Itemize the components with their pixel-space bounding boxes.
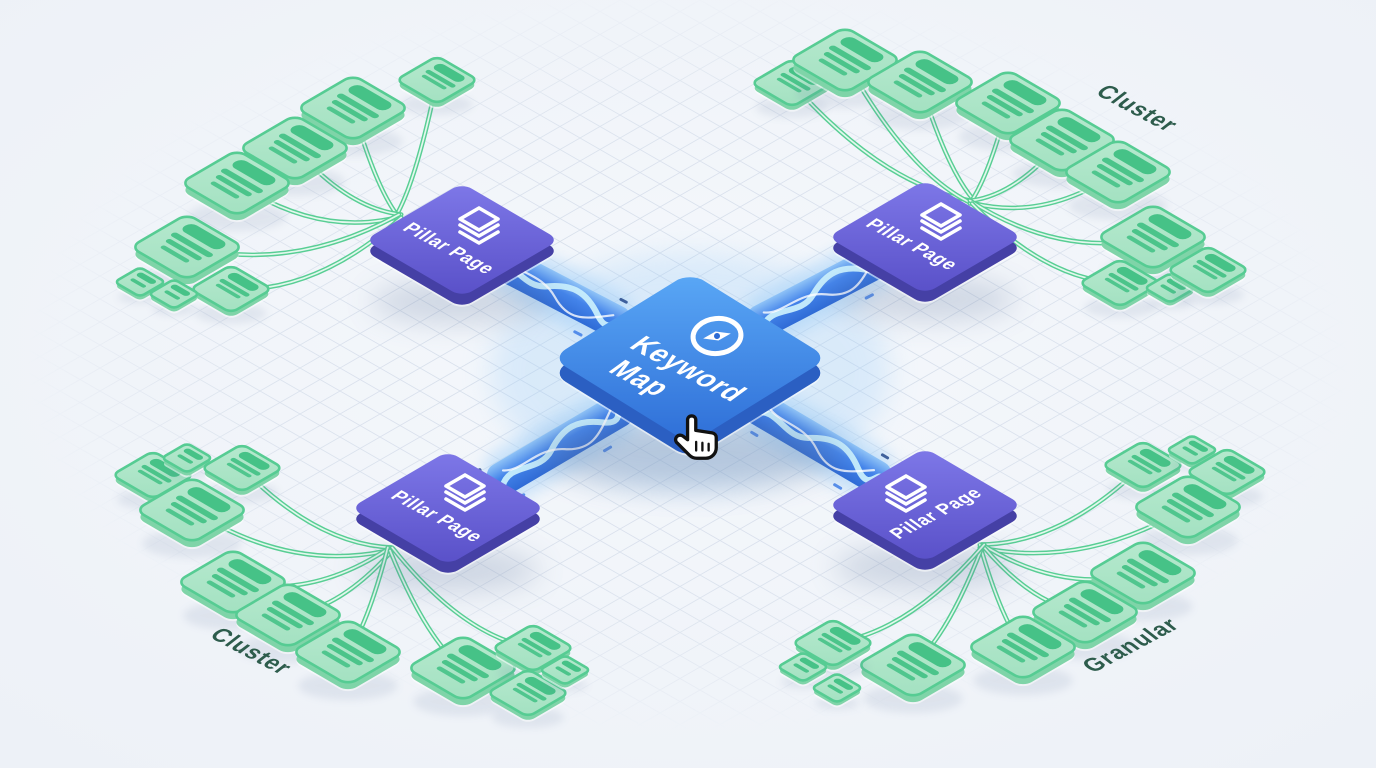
cluster-card[interactable] — [966, 614, 1079, 689]
cluster-card[interactable] — [492, 624, 574, 679]
pillar-page-node-bottom-right[interactable] — [827, 448, 1022, 575]
cluster-card[interactable] — [115, 267, 166, 303]
layers-icon — [920, 202, 962, 241]
layers-icon — [444, 473, 486, 512]
cluster-card[interactable] — [1079, 259, 1161, 314]
cluster-card[interactable] — [238, 115, 351, 190]
cluster-card[interactable] — [1131, 474, 1244, 549]
cluster-card[interactable] — [1061, 139, 1174, 214]
keyword-map-node[interactable] — [551, 272, 828, 461]
layers-icon — [885, 474, 927, 513]
pillar-page-node-bottom-left[interactable] — [350, 451, 545, 578]
cluster-cards — [112, 27, 1268, 728]
cluster-card[interactable] — [792, 619, 874, 674]
cluster-card[interactable] — [135, 477, 248, 552]
cluster-card[interactable] — [130, 214, 243, 289]
cluster-card[interactable] — [149, 279, 200, 315]
cluster-card[interactable] — [1096, 204, 1209, 279]
cluster-card[interactable] — [856, 632, 969, 707]
cluster-card[interactable] — [162, 443, 213, 479]
cluster-card[interactable] — [1167, 246, 1249, 301]
cluster-card[interactable] — [1186, 448, 1268, 503]
cluster-card[interactable] — [1102, 441, 1184, 496]
cluster-card[interactable] — [296, 75, 409, 150]
hand-pointer-cursor — [673, 414, 718, 460]
cluster-card[interactable] — [396, 56, 478, 111]
pillar-page-node-top-right[interactable] — [827, 180, 1022, 307]
cluster-card[interactable] — [812, 673, 863, 709]
layers-icon — [458, 206, 500, 245]
cluster-card[interactable] — [540, 655, 591, 691]
cluster-card[interactable] — [190, 265, 272, 320]
cluster-card[interactable] — [1167, 435, 1218, 471]
cluster-card[interactable] — [406, 635, 519, 710]
compass-icon — [690, 315, 744, 357]
cluster-card[interactable] — [291, 619, 404, 694]
cluster-card[interactable] — [180, 150, 293, 225]
cluster-card[interactable] — [1086, 540, 1199, 615]
cluster-card[interactable] — [778, 652, 829, 688]
cluster-card[interactable] — [863, 49, 976, 124]
pillar-page-node-top-left[interactable] — [364, 183, 559, 310]
cluster-card[interactable] — [231, 582, 344, 657]
cluster-card[interactable] — [201, 444, 283, 499]
